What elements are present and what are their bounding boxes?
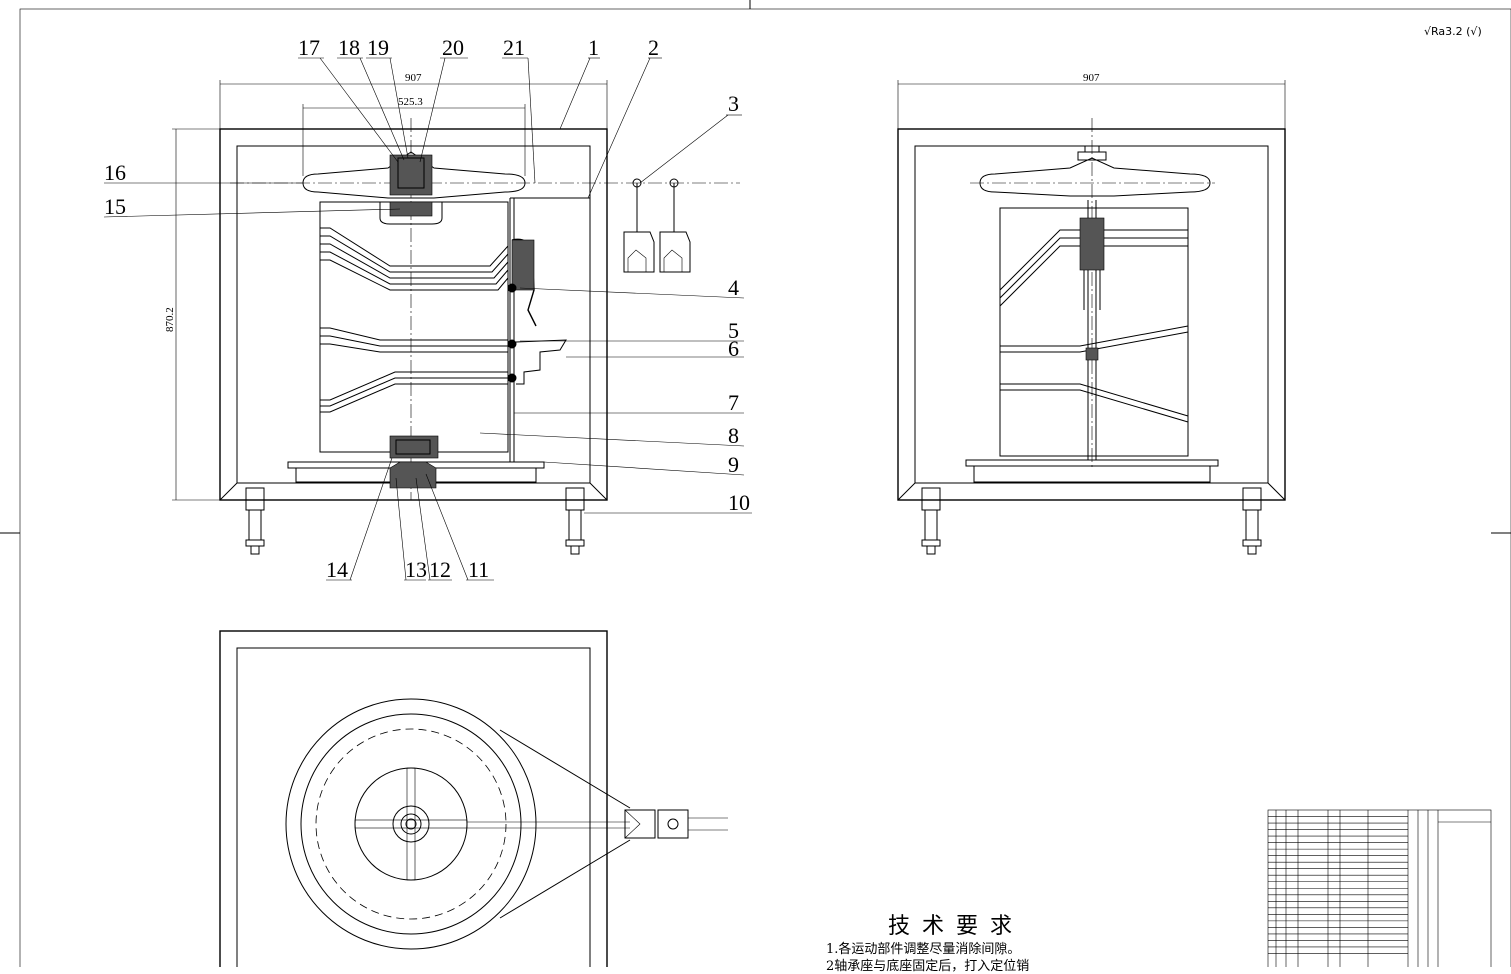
front-guide-tracks (320, 227, 509, 413)
part-label-20: 20 (442, 35, 464, 60)
part-label-1: 1 (588, 35, 599, 60)
part-label-7: 7 (728, 390, 739, 415)
front-dimensions (172, 80, 608, 501)
technical-requirements-title: 技术要求 (888, 914, 1025, 939)
side-dimensions (897, 80, 1286, 129)
part-label-16: 16 (104, 160, 126, 185)
part-label-12: 12 (429, 557, 451, 582)
part-label-3: 3 (728, 91, 739, 116)
part-label-6: 6 (728, 336, 739, 361)
part-label-5: 5 (728, 318, 739, 343)
part-label-15: 15 (104, 194, 126, 219)
part-label-21: 21 (503, 35, 525, 60)
side-view (897, 118, 1286, 555)
dim-front-height: 870.2 (164, 307, 176, 332)
roughness-symbol: √Ra3.2 (√) (1424, 25, 1482, 38)
part-label-4: 4 (728, 275, 739, 300)
part-label-19: 19 (367, 35, 389, 60)
part-label-8: 8 (728, 423, 739, 448)
part-label-11: 11 (468, 557, 489, 582)
part-label-18: 18 (338, 35, 360, 60)
leader-lines (103, 57, 752, 581)
part-label-2: 2 (648, 35, 659, 60)
top-view (219, 630, 728, 967)
dim-side-width: 907 (1083, 72, 1100, 84)
part-label-13: 13 (405, 557, 427, 582)
technical-requirement-2: 2轴承座与底座固定后，打入定位销 (826, 959, 1030, 974)
part-label-10: 10 (728, 490, 750, 515)
dim-front-inner-width: 525.3 (398, 96, 423, 108)
part-label-9: 9 (728, 452, 739, 477)
part-label-17: 17 (298, 35, 320, 60)
part-label-14: 14 (326, 557, 348, 582)
part-number-labels: 17 18 19 20 21 1 2 3 16 15 4 5 6 7 8 9 1… (104, 35, 750, 582)
front-feet (245, 487, 585, 555)
title-block (1267, 809, 1492, 967)
dim-front-width: 907 (405, 72, 422, 84)
technical-requirement-1: 1.各运动部件调整尽量消除间隙。 (826, 942, 1021, 957)
front-view (219, 118, 740, 555)
